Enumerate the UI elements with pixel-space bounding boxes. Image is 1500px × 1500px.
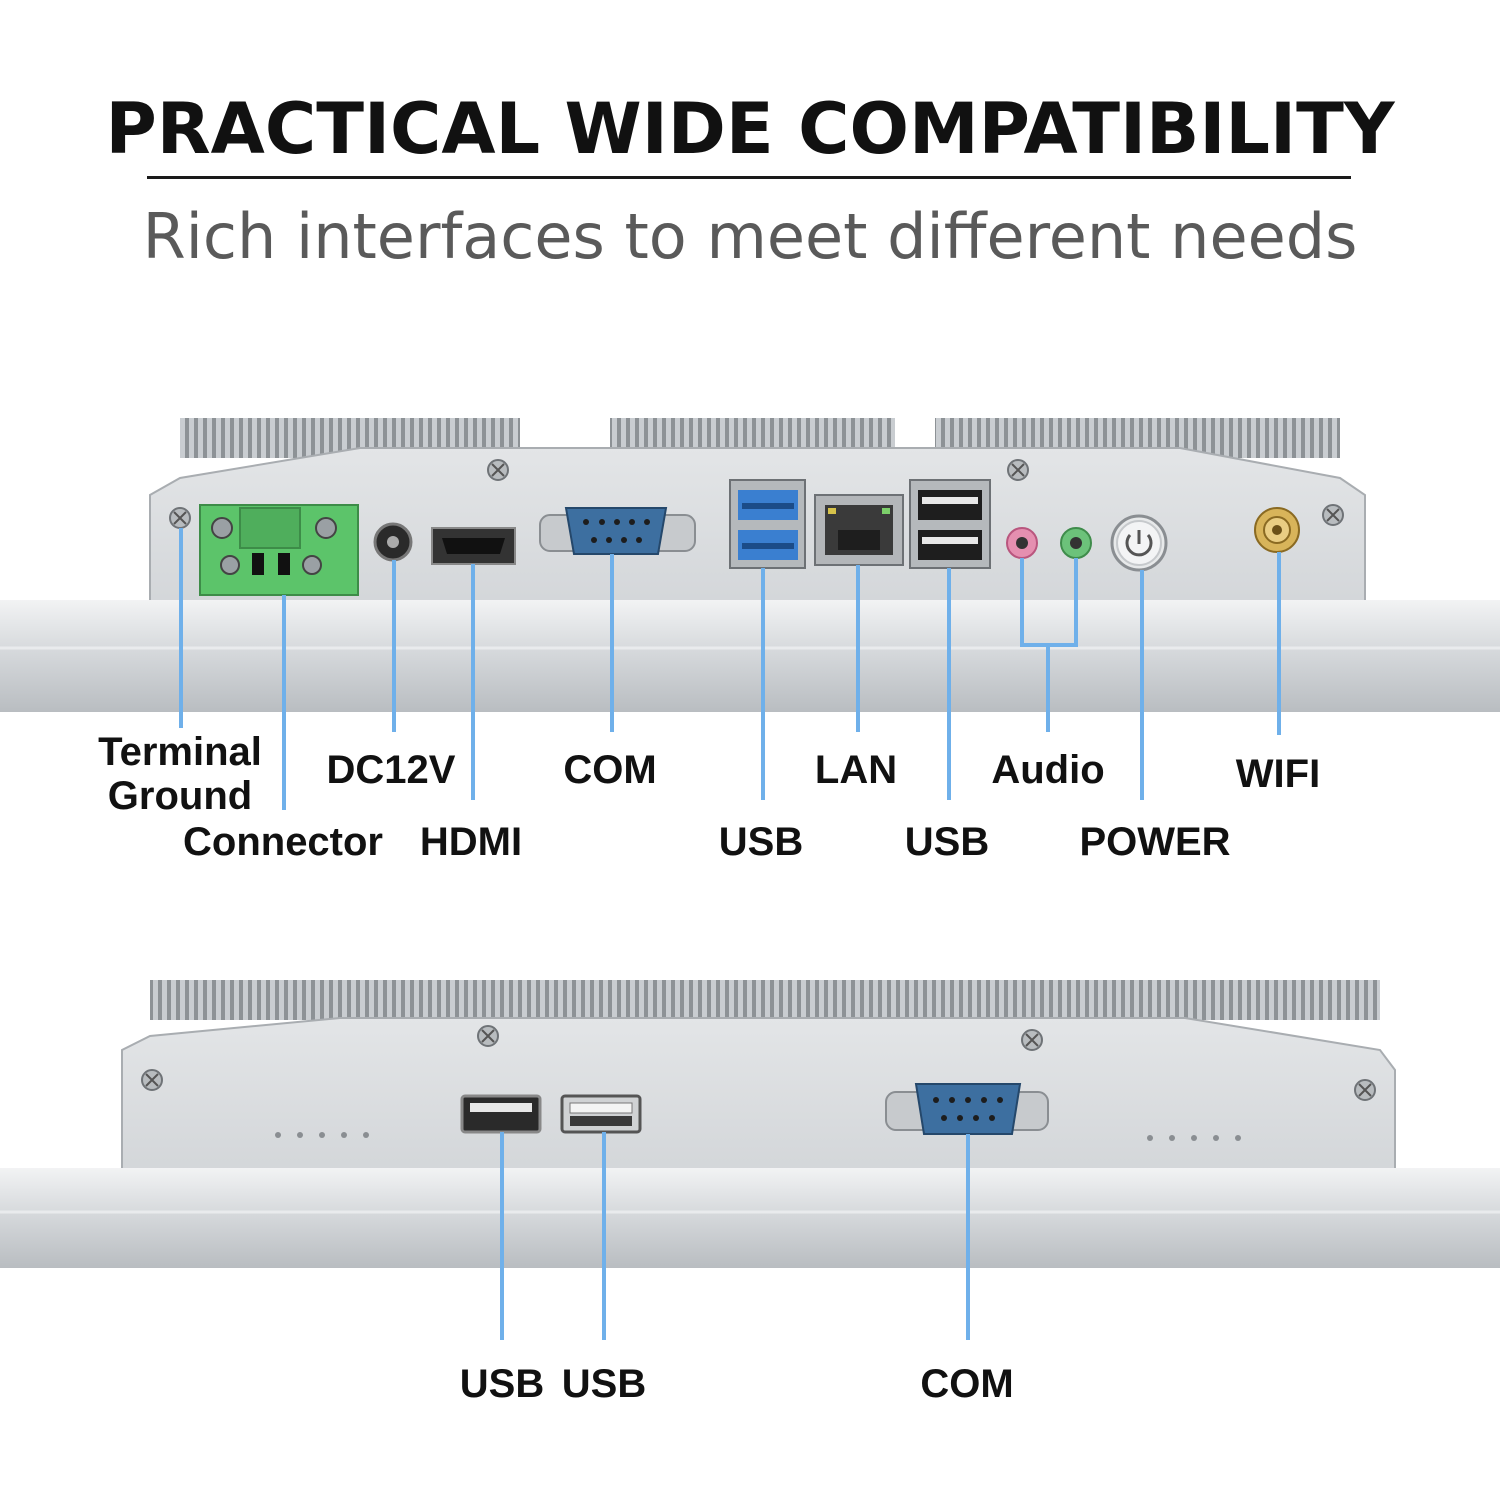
label-connector: Connector bbox=[183, 820, 383, 864]
usb-port-icon bbox=[460, 1094, 542, 1134]
screw-icon bbox=[169, 507, 191, 529]
label-terminal-ground: Terminal Ground bbox=[98, 730, 262, 818]
indicator-dots-right bbox=[1147, 1135, 1241, 1141]
label-usb-top-right: USB bbox=[904, 820, 990, 864]
label-hdmi: HDMI bbox=[419, 820, 523, 864]
label-dc12v: DC12V bbox=[326, 748, 456, 792]
title-underline bbox=[147, 176, 1351, 179]
screw-icon bbox=[477, 1025, 499, 1047]
label-audio: Audio bbox=[991, 748, 1105, 792]
page-subtitle: Rich interfaces to meet different needs bbox=[142, 200, 1358, 273]
label-com-bottom: COM bbox=[920, 1362, 1014, 1406]
top-device bbox=[0, 410, 1500, 810]
bottom-heatsink-fins bbox=[150, 980, 1380, 1020]
dc-jack-icon bbox=[373, 522, 413, 562]
wifi-antenna-connector-icon bbox=[1254, 507, 1300, 553]
com-port-icon bbox=[539, 507, 696, 555]
label-usb-bottom-2: USB bbox=[561, 1362, 647, 1406]
screw-icon bbox=[487, 459, 509, 481]
bottom-leader-lines bbox=[500, 1132, 970, 1340]
label-usb-bottom-1: USB bbox=[459, 1362, 545, 1406]
usb2-stack-icon bbox=[909, 479, 991, 569]
com-port-icon bbox=[885, 1083, 1049, 1135]
top-bezel bbox=[0, 600, 1500, 712]
lan-port-icon bbox=[814, 494, 904, 566]
top-leader-lines bbox=[179, 528, 1281, 810]
bottom-device bbox=[0, 980, 1500, 1340]
usb3-stack-icon bbox=[729, 479, 806, 569]
page-title: PRACTICAL WIDE COMPATIBILITY bbox=[105, 88, 1395, 170]
screw-icon bbox=[1007, 459, 1029, 481]
screw-icon bbox=[141, 1069, 163, 1091]
label-power: POWER bbox=[1079, 820, 1231, 864]
label-terminal-ground-line1: Terminal bbox=[98, 730, 262, 774]
hdmi-port-icon bbox=[431, 527, 516, 565]
indicator-dots-left bbox=[275, 1132, 369, 1138]
bottom-bezel bbox=[0, 1168, 1500, 1268]
usb-port-icon bbox=[560, 1094, 642, 1134]
audio-line-out-jack-icon bbox=[1060, 527, 1092, 559]
audio-mic-jack-icon bbox=[1006, 527, 1038, 559]
screw-icon bbox=[1322, 504, 1344, 526]
screw-icon bbox=[1021, 1029, 1043, 1051]
screw-icon bbox=[1354, 1079, 1376, 1101]
label-com-top: COM bbox=[563, 748, 657, 792]
label-terminal-ground-line2: Ground bbox=[107, 774, 253, 818]
label-wifi: WIFI bbox=[1235, 752, 1321, 796]
bottom-chassis-body bbox=[121, 1017, 1396, 1176]
terminal-block-connector-icon bbox=[199, 504, 359, 596]
power-button-icon bbox=[1110, 514, 1168, 572]
label-lan: LAN bbox=[814, 748, 898, 792]
label-usb-top-left: USB bbox=[718, 820, 804, 864]
